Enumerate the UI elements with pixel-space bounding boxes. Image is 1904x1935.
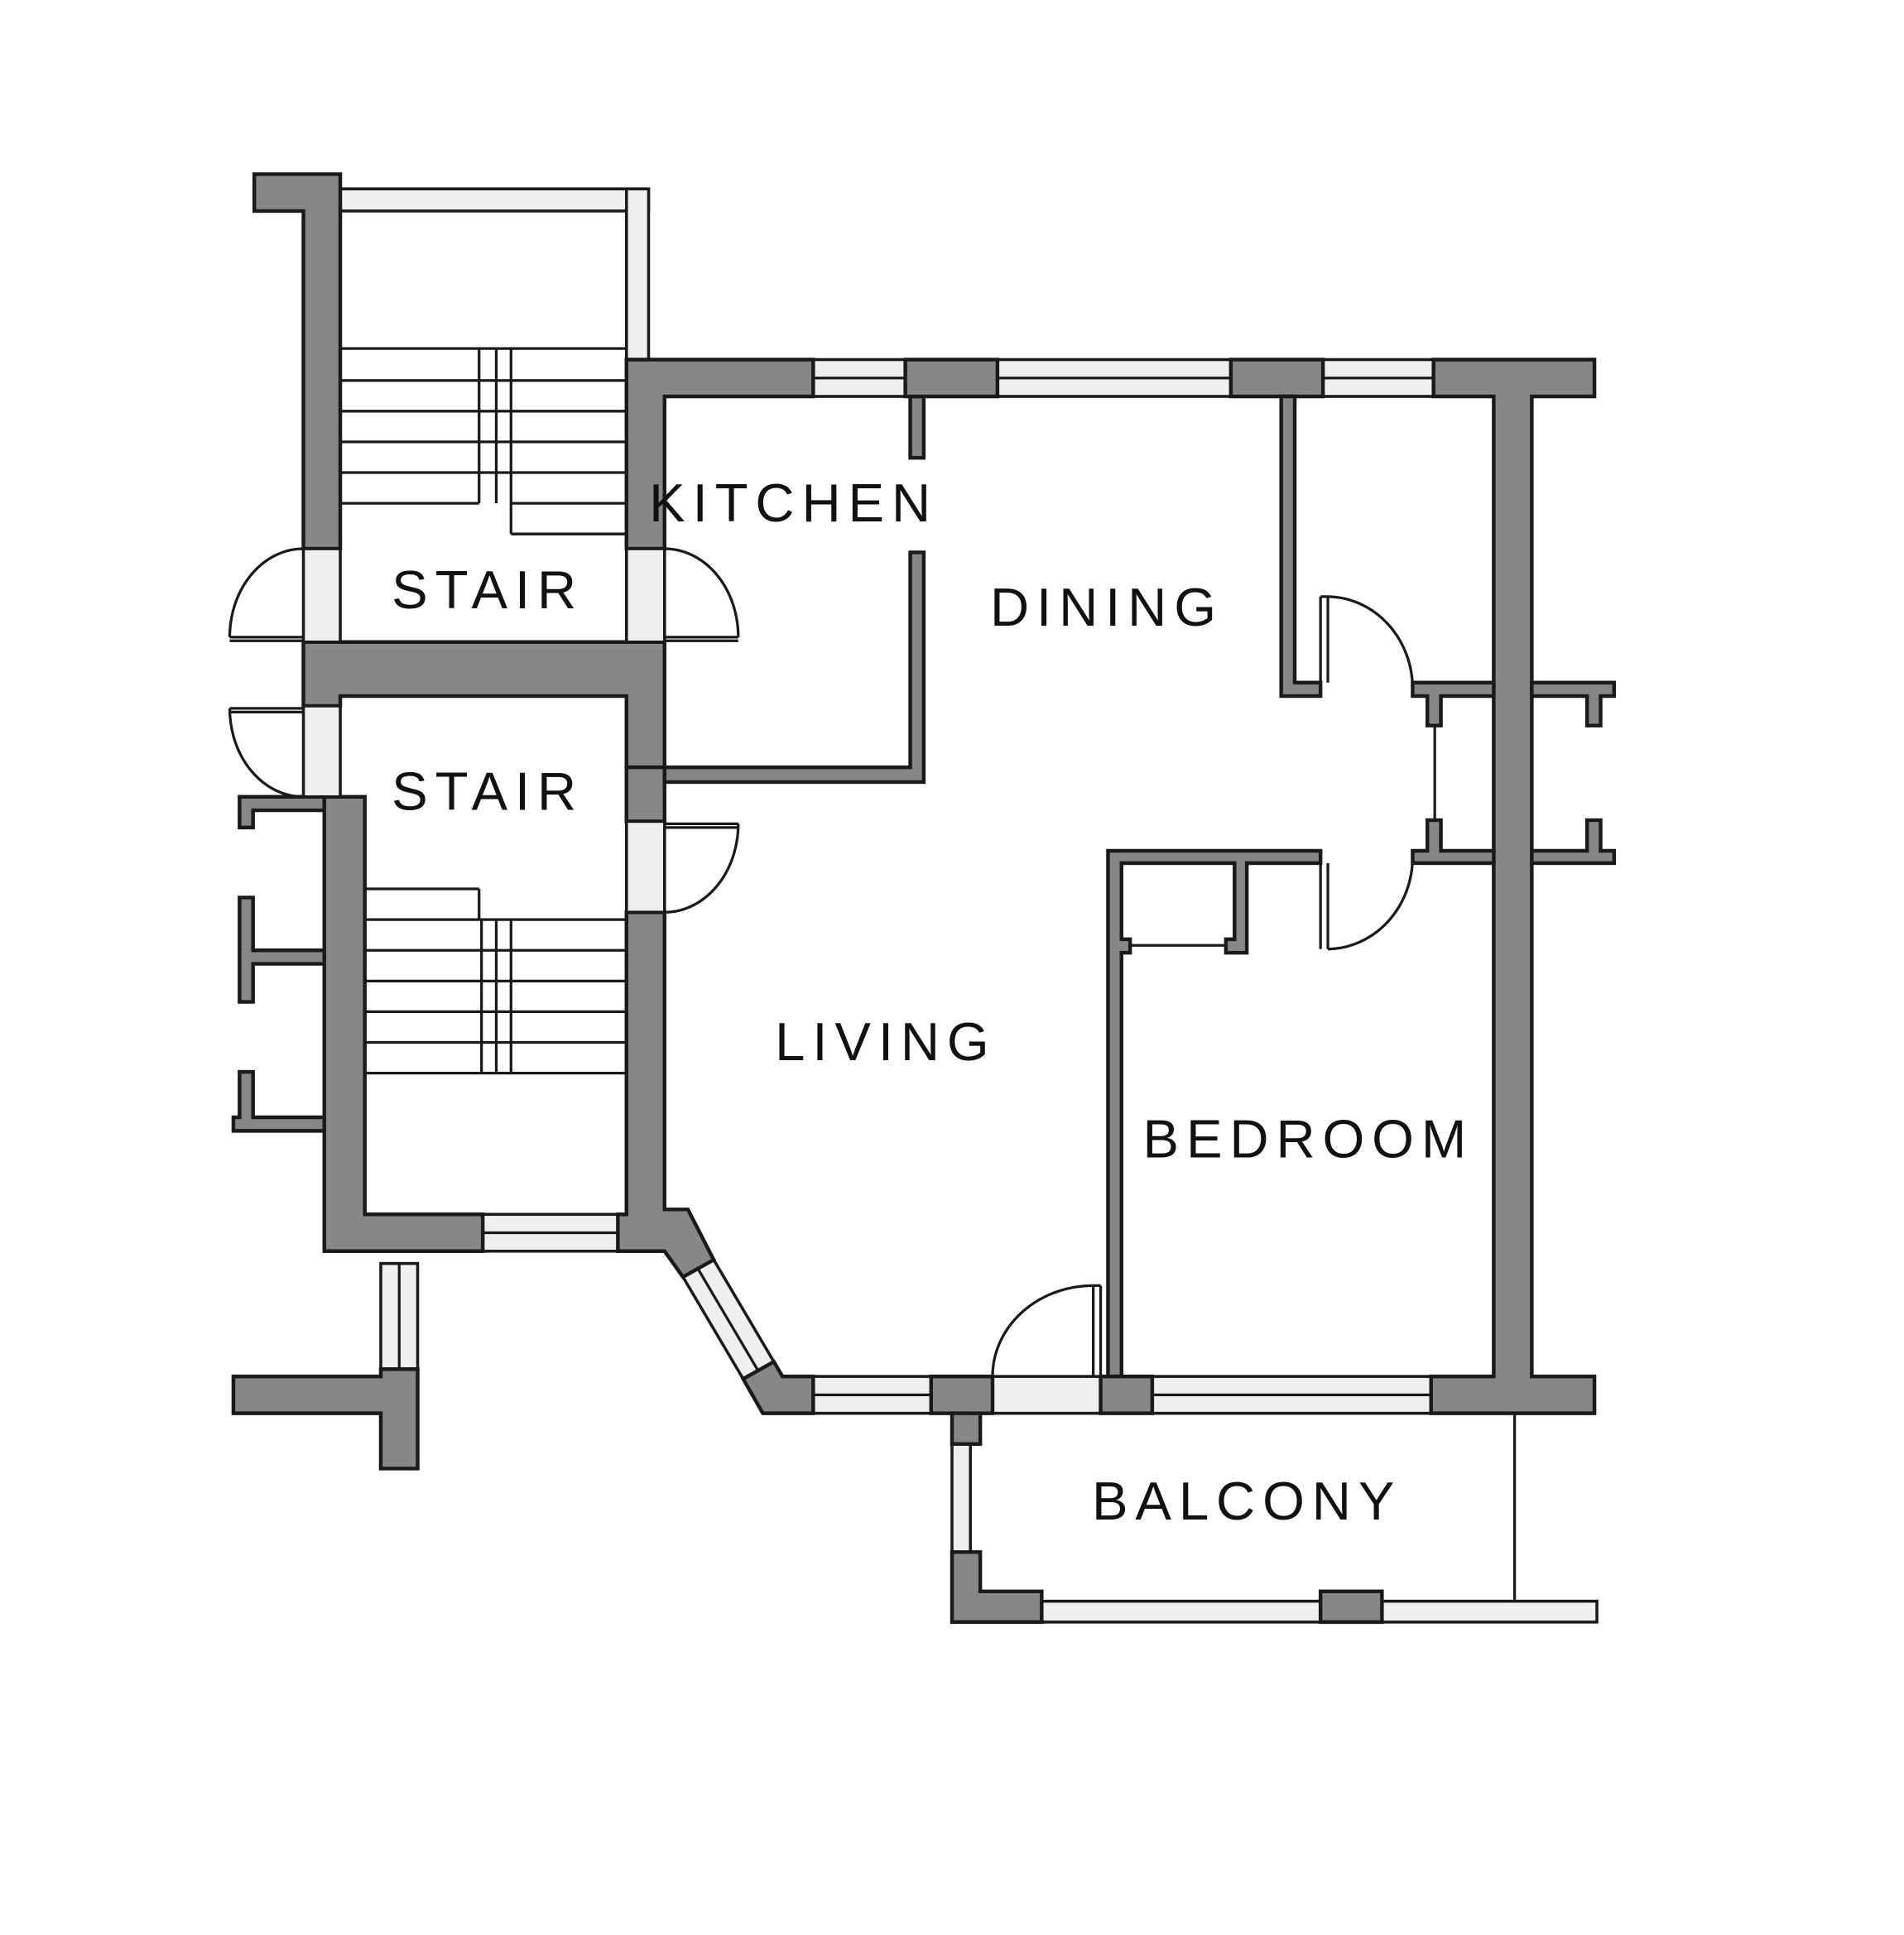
wall-living-left	[616, 910, 717, 1280]
label-living: LIVING	[775, 1011, 996, 1072]
windows	[379, 358, 1599, 1624]
label-balcony: BALCONY	[1092, 1471, 1402, 1531]
wall-right	[1429, 358, 1597, 1415]
wall-kitchen-partition	[662, 550, 926, 785]
stair-landing-outline	[339, 187, 651, 362]
label-kitchen: KITCHEN	[649, 473, 938, 533]
label-stair-lower: STAIR	[392, 761, 584, 822]
balcony-door-opening	[991, 1375, 1103, 1415]
wall-lower-stair-left	[322, 795, 485, 1253]
window-balcony-front-right	[1380, 1599, 1599, 1624]
doors	[228, 547, 1517, 1601]
wall-dining-partition	[1279, 394, 1323, 699]
label-dining: DINING	[990, 577, 1224, 637]
wall-bay-bottom	[740, 1359, 815, 1415]
room-labels: KITCHEN DINING STAIR STAIR LIVING BEDROO…	[392, 473, 1474, 1531]
wall-entry-left	[231, 1367, 420, 1471]
upper-stair-treads	[340, 347, 627, 535]
label-bedroom: BEDROOM	[1143, 1108, 1474, 1169]
lower-stair-treads	[364, 887, 627, 1075]
wall-balcony-corner	[950, 1550, 1044, 1625]
wall-between-stairs	[301, 640, 666, 770]
walls	[231, 172, 1617, 1625]
label-stair-upper: STAIR	[392, 559, 584, 620]
wall-stair-top-left	[252, 172, 343, 551]
wall-bedroom-closet	[1106, 848, 1323, 1379]
window-balcony-front	[1040, 1599, 1322, 1624]
